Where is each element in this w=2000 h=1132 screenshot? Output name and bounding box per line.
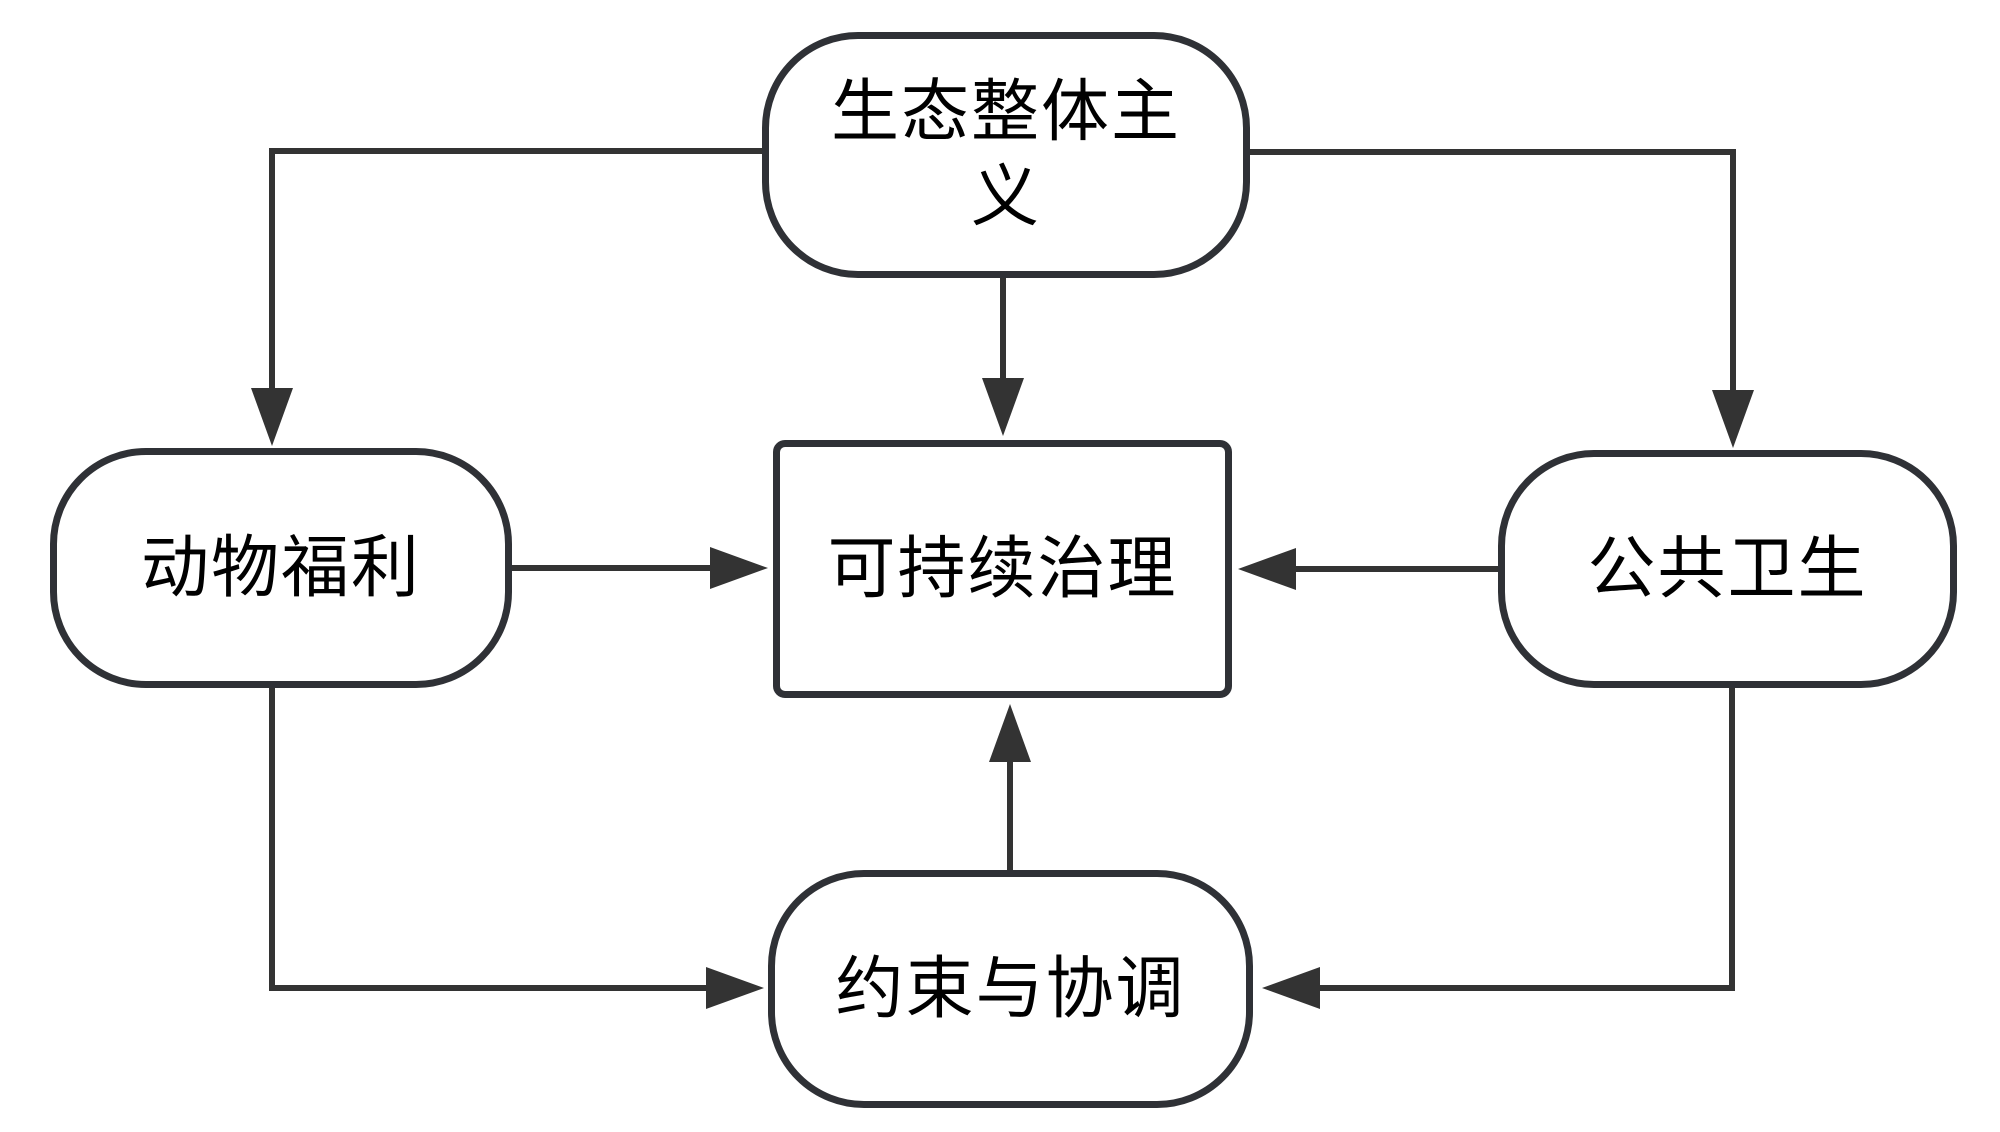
node-public-health: 公共卫生	[1498, 450, 1957, 688]
arrowhead-up	[989, 704, 1031, 762]
arrowhead-left	[1238, 548, 1296, 590]
arrowhead-right	[710, 547, 768, 589]
arrowhead-down	[251, 388, 293, 446]
node-eco-holism: 生态整体主 义	[762, 32, 1250, 278]
arrowhead-down	[1712, 390, 1754, 448]
edge-constraint-coordination-to-sustainable-governance	[989, 704, 1031, 870]
node-public-health-label: 公共卫生	[1587, 530, 1868, 607]
node-sustainable-governance: 可持续治理	[773, 440, 1232, 698]
node-animal-welfare-label: 动物福利	[140, 529, 421, 606]
node-constraint-coordination-label: 约束与协调	[835, 950, 1186, 1027]
node-eco-holism-label: 生态整体主 义	[830, 74, 1181, 235]
edge-eco-holism-to-public-health	[1247, 149, 1754, 448]
arrowhead-left	[1262, 967, 1320, 1009]
node-constraint-coordination: 约束与协调	[768, 870, 1253, 1108]
edge-eco-holism-to-sustainable-governance	[982, 278, 1024, 436]
edge-public-health-to-sustainable-governance	[1238, 548, 1498, 590]
arrowhead-down	[982, 378, 1024, 436]
arrowhead-right	[706, 967, 764, 1009]
edge-eco-holism-to-animal-welfare	[251, 148, 765, 446]
node-animal-welfare: 动物福利	[50, 448, 512, 688]
edge-public-health-to-constraint-coordination	[1262, 688, 1735, 1009]
edge-animal-welfare-to-constraint-coordination	[269, 688, 764, 1009]
node-sustainable-governance-label: 可持续治理	[827, 530, 1178, 607]
edge-animal-welfare-to-sustainable-governance	[512, 547, 768, 589]
